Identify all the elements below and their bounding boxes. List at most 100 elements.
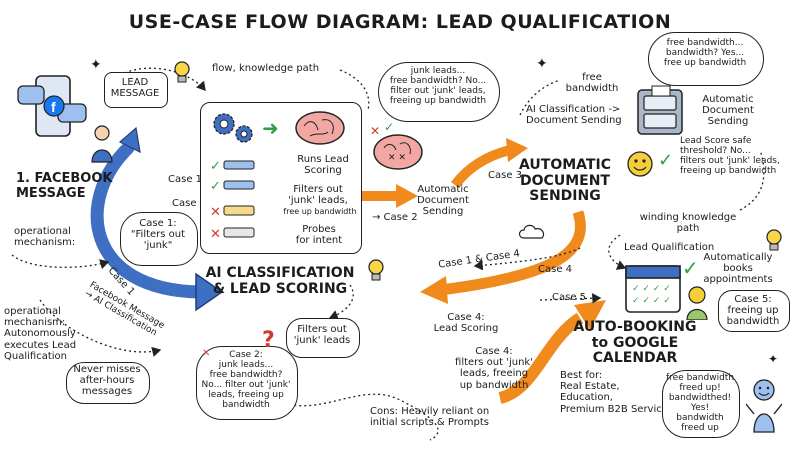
case2-arrow-label: → Case 2	[372, 212, 418, 223]
blue-main-arrowhead	[195, 272, 224, 312]
filters-out-text: Filters out 'junk' leads,	[288, 184, 348, 207]
automatic-doc-sending-right: Automatic Document Sending	[702, 94, 754, 128]
never-misses-bubble	[66, 362, 150, 404]
ai-classification-title: AI CLASSIFICATION & LEAD SCORING	[205, 265, 355, 297]
lead-message-label: LEAD MESSAGE	[110, 77, 160, 100]
case2-bubble	[196, 346, 298, 420]
confused-brain-icon: ✕ ✕	[370, 130, 426, 174]
orange-arrowhead-2	[506, 138, 528, 162]
junk-leads-cloud-text: junk leads... free bandwidth? No... filt…	[389, 66, 487, 107]
case3-label: Case 3	[488, 170, 523, 181]
question-mark-icon: ?	[262, 328, 275, 353]
red-cross-icon-case2: ✕	[202, 348, 211, 359]
cloud-icon	[518, 222, 548, 240]
case4-lead-scoring: Case 4: Lead Scoring	[433, 312, 499, 335]
freed-up-cloud-text: free bandwidth freed up! bandwidthed! Ye…	[665, 373, 735, 434]
dotted-path-winding	[608, 234, 627, 270]
file-cabinet-icon	[630, 84, 690, 140]
sparkle-icon-right: ✦	[536, 56, 548, 72]
blue-main-arrow	[90, 141, 207, 299]
case5-label: Case 5	[552, 292, 587, 303]
green-check-icon-calendar: ✓	[682, 256, 699, 280]
orange-arrowhead-4	[574, 300, 606, 330]
red-cross-icon-top: ✕	[370, 124, 381, 138]
dotted-path-doc-cloud	[519, 79, 561, 116]
case5-bubble-text: Case 5: freeing up bandwidth	[726, 294, 780, 328]
happy-person-icon	[745, 378, 783, 434]
freed-up-cloud	[662, 370, 740, 438]
dotted-path-left-bottom	[39, 299, 162, 357]
lead-score-safe: Lead Score safe threshold? No... filters…	[680, 136, 780, 177]
svg-text:f: f	[51, 99, 56, 115]
person-icon-right	[684, 286, 710, 321]
orange-arrow-case3	[451, 145, 512, 189]
winding-knowledge-path: winding knowledge path	[639, 212, 737, 235]
lightbulb-icon-right	[764, 228, 784, 254]
op-mechanism-2: operational mechanism: Autonomously exec…	[4, 306, 77, 362]
ai-class-doc-sending: AI Classification -> Document Sending	[526, 104, 622, 127]
auto-books-appointments: Automatically books appointments	[703, 252, 773, 286]
brain-icon	[292, 108, 348, 148]
lead-message-bubble	[104, 72, 168, 108]
case1-bubble	[120, 212, 198, 266]
svg-text:✓ ✓ ✓ ✓: ✓ ✓ ✓ ✓	[632, 284, 671, 294]
dotted-path-right	[739, 149, 765, 211]
probes-for-intent: Probes for intent	[295, 224, 343, 247]
free-bandwidth-label: free bandwidth	[565, 72, 619, 95]
diagram-title: USE-CASE FLOW DIAGRAM: LEAD QUALIFICATIO…	[128, 11, 672, 33]
dotted-path-op1	[11, 254, 110, 270]
ai-box-case1: Case 1	[168, 174, 203, 185]
dotted-path-case5	[539, 293, 602, 304]
person-icon	[90, 124, 114, 164]
auto-doc-sending-small: Automatic Document Sending	[417, 184, 469, 218]
green-check-icon-top: ✓	[384, 120, 395, 134]
svg-text:✓: ✓	[210, 159, 221, 174]
never-misses-text: Never misses after-hours messages	[73, 364, 141, 398]
best-for-text: Best for: Real Estate, Education, Premiu…	[560, 370, 674, 415]
dotted-path-case2	[328, 284, 354, 320]
filters-junk-bubble	[286, 318, 360, 358]
case1-bubble-text: Case 1: "Filters out 'junk"	[130, 218, 186, 252]
junk-leads-cloud	[378, 62, 500, 122]
bandwidth-cloud	[648, 32, 764, 86]
auto-booking-heading: AUTO-BOOKING to GOOGLE CALENDAR	[573, 319, 697, 367]
case4-filters: Case 4: filters out 'junk' leads, freein…	[455, 346, 533, 391]
case2-bubble-text: Case 2: junk leads... free bandwidth? No…	[201, 350, 291, 411]
case5-bubble	[718, 290, 790, 332]
op-mechanism-1: operational mechanism:	[14, 226, 76, 249]
blue-arrow-tail	[118, 126, 141, 154]
svg-text:✓: ✓	[210, 179, 221, 194]
sparkle-icon: ✦	[90, 57, 102, 73]
svg-text:✕: ✕	[210, 227, 221, 242]
orange-arrowhead-1	[396, 184, 418, 208]
lightbulb-icon-mid	[366, 258, 386, 284]
lead-qualification-label: Lead Qualification	[624, 242, 715, 253]
orange-arrow-to-case4	[439, 210, 586, 296]
automatic-doc-sending-heading: AUTOMATIC DOCUMENT SENDING	[519, 157, 611, 205]
svg-text:✕ ✕: ✕ ✕	[388, 153, 406, 163]
orange-arrow-to-booking	[498, 312, 584, 404]
svg-text:✓ ✓ ✓ ✓: ✓ ✓ ✓ ✓	[632, 296, 671, 306]
green-check-icon-right: ✓	[658, 150, 674, 171]
flow-knowledge-path: flow, knowledge path	[212, 63, 320, 74]
gears-icon	[210, 108, 260, 148]
runs-lead-scoring: Runs Lead Scoring	[297, 154, 349, 177]
calendar-icon: ✓ ✓ ✓ ✓ ✓ ✓ ✓ ✓	[622, 258, 684, 316]
svg-text:✕: ✕	[210, 205, 221, 220]
smiley-icon	[626, 150, 654, 178]
green-arrow-icon: ➜	[262, 116, 279, 140]
orange-arrowhead-3	[420, 276, 448, 304]
filters-junk-text: Filters out 'junk' leads	[293, 324, 351, 347]
checklist-icon: ✓ ✓ ✕ ✕	[210, 156, 260, 248]
cons-text: Cons: Heavily reliant on initial scripts…	[370, 406, 490, 429]
bandwidth-cloud-text: free bandwidth... bandwidth? Yes... free…	[663, 38, 747, 69]
facebook-message-heading: 1. FACEBOOK MESSAGE	[16, 171, 113, 201]
sparkle-icon-bottom: ✦	[768, 352, 779, 366]
phone-facebook-icon: f	[14, 68, 94, 148]
free-up-bandwidth-small: free up bandwidth	[283, 207, 357, 216]
case4-arrow-label: Case 4	[538, 264, 573, 275]
dotted-path-top-mid	[339, 69, 370, 111]
lightbulb-icon	[172, 60, 192, 86]
